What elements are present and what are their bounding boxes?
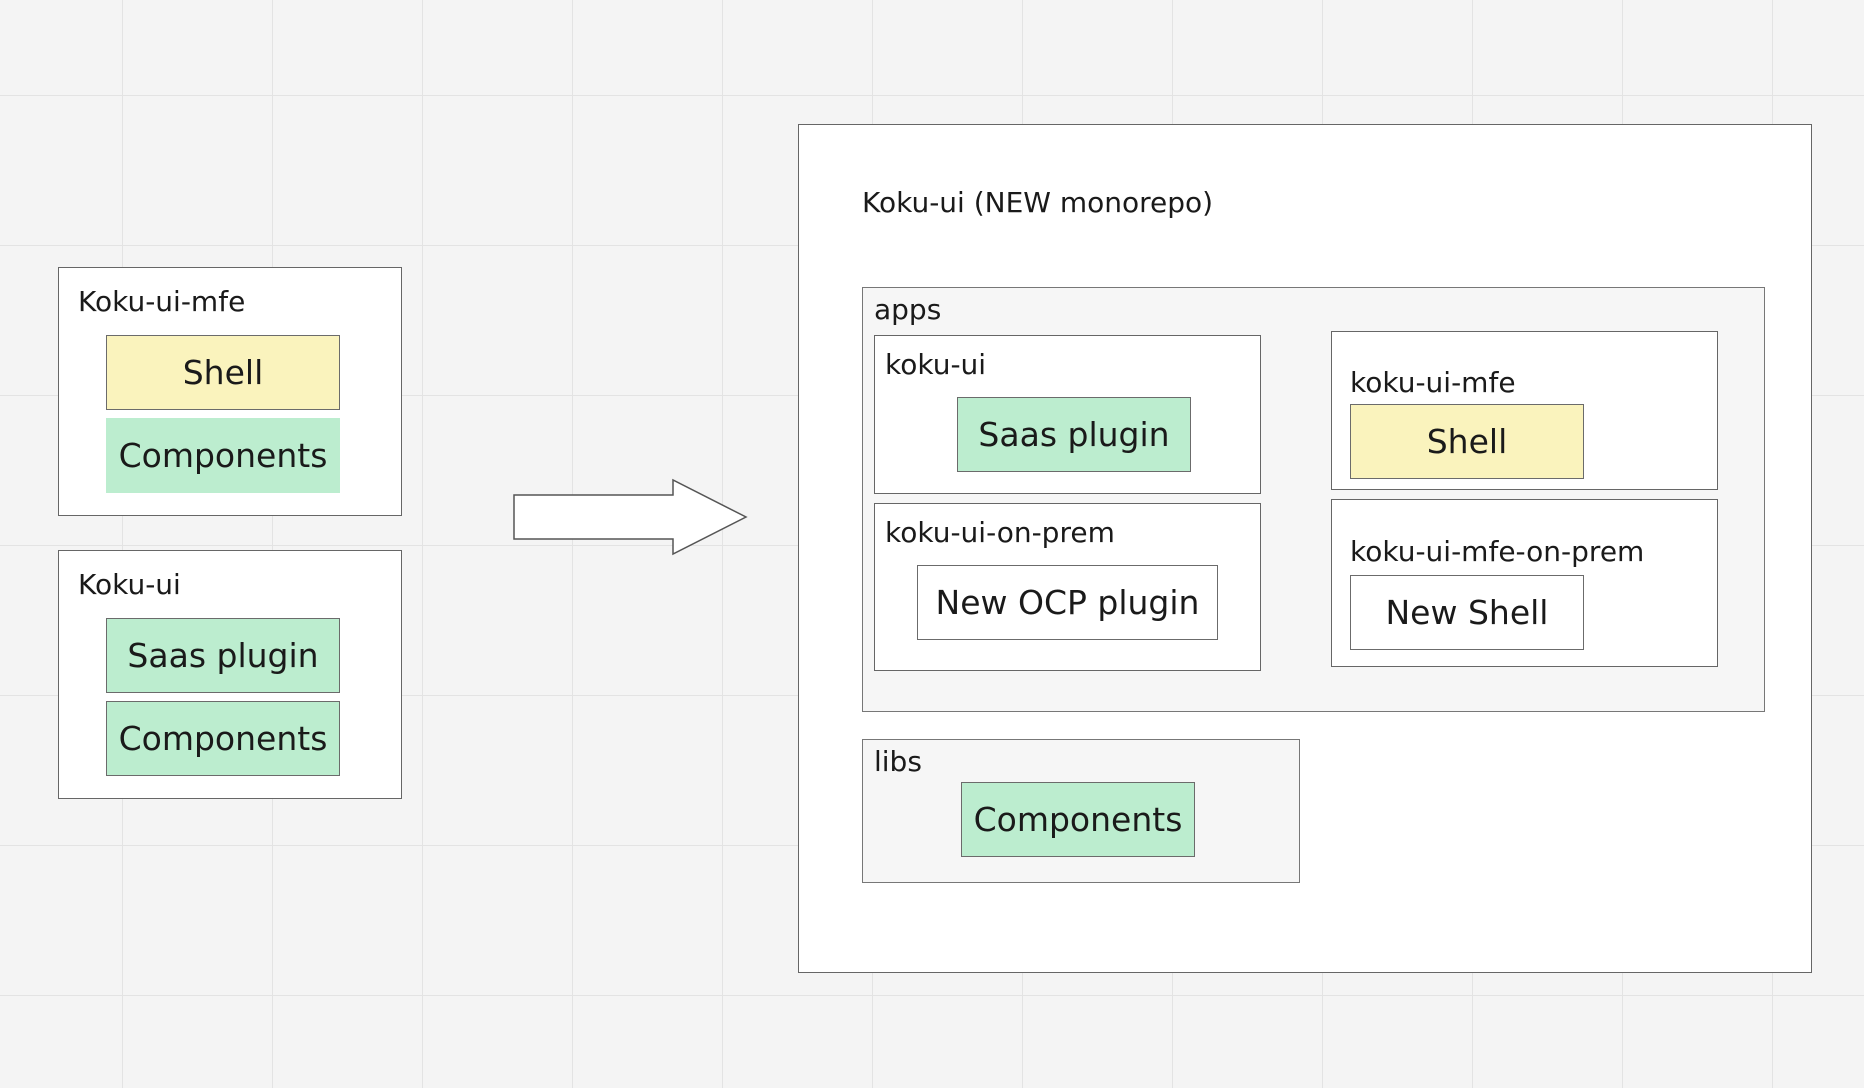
shell-block: Shell bbox=[1350, 404, 1584, 479]
monorepo-title: Koku-ui (NEW monorepo) bbox=[862, 186, 1214, 219]
apps-label: apps bbox=[874, 293, 942, 326]
card-title: Koku-ui bbox=[78, 568, 181, 601]
libs-label: libs bbox=[874, 745, 922, 778]
components-block: Components bbox=[106, 701, 340, 776]
apps-group: apps koku-ui Saas plugin koku-ui-mfe She… bbox=[862, 287, 1765, 712]
app-label: koku-ui-mfe bbox=[1350, 366, 1516, 399]
right-arrow-icon bbox=[513, 478, 748, 556]
new-shell-block: New Shell bbox=[1350, 575, 1584, 650]
app-label: koku-ui-on-prem bbox=[885, 516, 1115, 549]
koku-ui-card: Koku-ui Saas plugin Components bbox=[58, 550, 402, 799]
koku-ui-on-prem-app: koku-ui-on-prem New OCP plugin bbox=[874, 503, 1261, 671]
saas-plugin-block: Saas plugin bbox=[957, 397, 1191, 472]
app-label: koku-ui bbox=[885, 348, 987, 381]
components-block: Components bbox=[961, 782, 1195, 857]
card-title: Koku-ui-mfe bbox=[78, 285, 246, 318]
libs-group: libs Components bbox=[862, 739, 1300, 883]
new-ocp-plugin-block: New OCP plugin bbox=[917, 565, 1218, 640]
components-block: Components bbox=[106, 418, 340, 493]
koku-ui-mfe-on-prem-app: koku-ui-mfe-on-prem New Shell bbox=[1331, 499, 1718, 667]
koku-ui-mfe-card: Koku-ui-mfe Shell Components bbox=[58, 267, 402, 516]
monorepo-container: Koku-ui (NEW monorepo) apps koku-ui Saas… bbox=[798, 124, 1812, 973]
saas-plugin-block: Saas plugin bbox=[106, 618, 340, 693]
koku-ui-app: koku-ui Saas plugin bbox=[874, 335, 1261, 494]
app-label: koku-ui-mfe-on-prem bbox=[1350, 535, 1645, 568]
shell-block: Shell bbox=[106, 335, 340, 410]
koku-ui-mfe-app: koku-ui-mfe Shell bbox=[1331, 331, 1718, 490]
